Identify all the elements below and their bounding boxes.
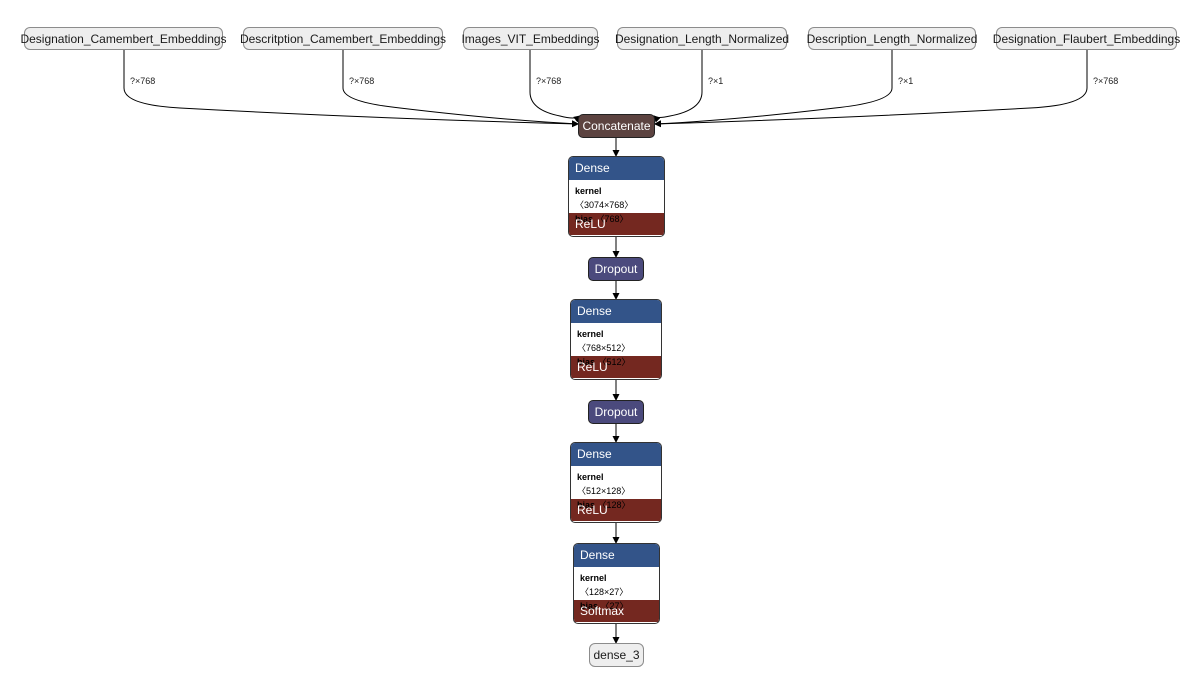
dropout-node[interactable]: Dropout <box>588 257 644 281</box>
dense-title: Dense <box>571 300 661 323</box>
edge-designation-camembert <box>123 50 579 128</box>
input-node-label: Designation_Length_Normalized <box>614 31 790 46</box>
activation-label: ReLU <box>569 213 664 235</box>
kernel-label: kernel <box>575 186 602 196</box>
edge-shape-label: ?×1 <box>898 76 914 86</box>
kernel-label: kernel <box>577 472 604 482</box>
dense-node[interactable]: Dense kernel 〈3074×768〉 bias 〈768〉 ReLU <box>568 156 665 237</box>
dropout-label: Dropout <box>594 405 638 419</box>
kernel-shape: 〈512×128〉 <box>577 486 631 496</box>
kernel-shape: 〈128×27〉 <box>580 587 629 597</box>
bias-shape: 〈128〉 <box>597 500 631 510</box>
edge-shape-label: ?×768 <box>349 76 375 86</box>
dense-attributes: kernel 〈3074×768〉 bias 〈768〉 <box>569 180 664 224</box>
concatenate-node[interactable]: Concatenate <box>578 114 655 138</box>
input-node-label: Designation_Flaubert_Embeddings <box>992 31 1181 46</box>
kernel-label: kernel <box>580 573 607 583</box>
bias-shape: 〈768〉 <box>595 214 629 224</box>
dense-title: Dense <box>569 157 664 180</box>
activation-label: ReLU <box>571 356 661 378</box>
input-node-designation-flaubert[interactable]: Designation_Flaubert_Embeddings <box>992 27 1181 50</box>
input-node-designation-length[interactable]: Designation_Length_Normalized <box>614 27 790 50</box>
input-node-label: Description_Length_Normalized <box>806 31 978 46</box>
input-node-description-camembert[interactable]: Descritption_Camembert_Embeddings <box>239 27 447 50</box>
dense-node[interactable]: Dense kernel 〈768×512〉 bias 〈512〉 ReLU <box>570 299 662 380</box>
dense-attributes: kernel 〈128×27〉 bias 〈27〉 <box>574 567 659 611</box>
input-node-description-length[interactable]: Description_Length_Normalized <box>806 27 978 50</box>
output-node[interactable]: dense_3 <box>589 643 644 667</box>
output-label: dense_3 <box>593 648 640 662</box>
edge-shape-label: ?×768 <box>1093 76 1119 86</box>
input-node-label: Descritption_Camembert_Embeddings <box>239 31 447 46</box>
edge-shape-label: ?×1 <box>708 76 724 86</box>
dense-attributes: kernel 〈768×512〉 bias 〈512〉 <box>571 323 661 367</box>
edge-shape-label: ?×768 <box>130 76 156 86</box>
input-node-label: Images_VIT_Embeddings <box>461 31 600 46</box>
dropout-node[interactable]: Dropout <box>588 400 644 424</box>
edge-description-camembert <box>342 50 579 128</box>
dense-attributes: kernel 〈512×128〉 bias 〈128〉 <box>571 466 661 510</box>
edge-description-length <box>654 50 893 128</box>
dense-title: Dense <box>574 544 659 567</box>
edge-designation-flaubert <box>654 50 1088 128</box>
concatenate-label: Concatenate <box>582 119 651 133</box>
dense-node[interactable]: Dense kernel 〈128×27〉 bias 〈27〉 Softmax <box>573 543 660 624</box>
kernel-shape: 〈768×512〉 <box>577 343 631 353</box>
input-node-designation-camembert[interactable]: Designation_Camembert_Embeddings <box>20 27 227 50</box>
bias-shape: 〈512〉 <box>597 357 631 367</box>
input-node-images-vit[interactable]: Images_VIT_Embeddings <box>461 27 600 50</box>
dense-title: Dense <box>571 443 661 466</box>
kernel-shape: 〈3074×768〉 <box>575 200 634 210</box>
edge-shape-label: ?×768 <box>536 76 562 86</box>
edge-designation-length <box>653 50 703 123</box>
edge-images-vit <box>529 50 581 123</box>
activation-label: Softmax <box>574 600 659 622</box>
kernel-label: kernel <box>577 329 604 339</box>
dense-node[interactable]: Dense kernel 〈512×128〉 bias 〈128〉 ReLU <box>570 442 662 523</box>
input-node-label: Designation_Camembert_Embeddings <box>20 31 227 46</box>
activation-label: ReLU <box>571 499 661 521</box>
dropout-label: Dropout <box>594 262 638 276</box>
